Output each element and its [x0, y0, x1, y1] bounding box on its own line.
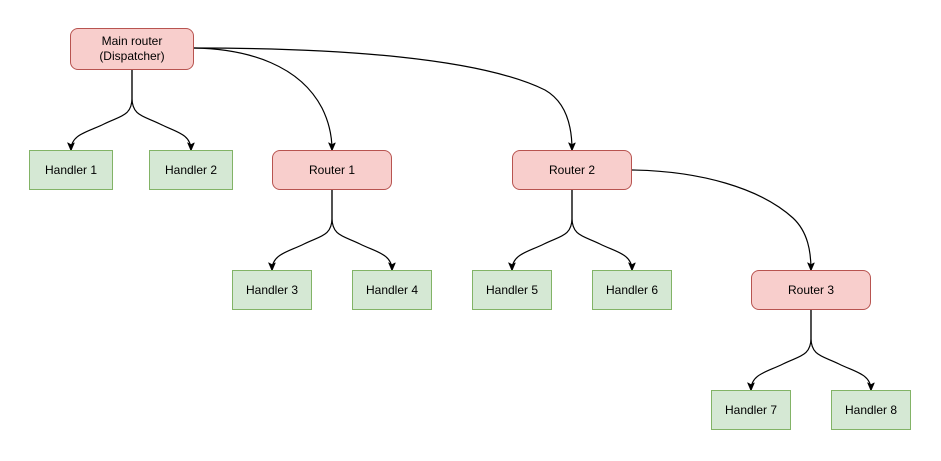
node-label-router-1: Router 1	[308, 162, 356, 177]
edge-main-router-to-handler-2	[131, 69, 191, 150]
edge-router-2-to-handler-6	[571, 189, 632, 270]
node-label-router-3: Router 3	[787, 282, 835, 297]
node-router-3[interactable]: Router 3	[751, 270, 871, 310]
node-handler-4[interactable]: Handler 4	[352, 270, 432, 310]
edge-main-router-to-router-2	[193, 47, 572, 150]
edge-router-3-to-handler-8	[810, 309, 871, 390]
node-label-router-2: Router 2	[548, 162, 596, 177]
node-handler-6[interactable]: Handler 6	[592, 270, 672, 310]
node-label-main-router: Main router (Dispatcher)	[99, 34, 165, 63]
node-label-handler-7: Handler 7	[724, 402, 778, 417]
node-handler-5[interactable]: Handler 5	[472, 270, 552, 310]
node-router-1[interactable]: Router 1	[272, 150, 392, 190]
node-handler-8[interactable]: Handler 8	[831, 390, 911, 430]
node-label-handler-3: Handler 3	[245, 282, 299, 297]
node-label-handler-2: Handler 2	[164, 162, 218, 177]
node-router-2[interactable]: Router 2	[512, 150, 632, 190]
edge-router-1-to-handler-3	[272, 189, 333, 270]
edge-main-router-to-router-1	[193, 47, 332, 150]
node-label-handler-1: Handler 1	[44, 162, 98, 177]
edge-main-router-to-handler-1	[71, 69, 133, 150]
node-handler-3[interactable]: Handler 3	[232, 270, 312, 310]
node-handler-2[interactable]: Handler 2	[149, 150, 233, 190]
node-main-router[interactable]: Main router (Dispatcher)	[70, 28, 194, 70]
node-label-handler-6: Handler 6	[605, 282, 659, 297]
node-handler-7[interactable]: Handler 7	[711, 390, 791, 430]
node-handler-1[interactable]: Handler 1	[29, 150, 113, 190]
edge-router-2-to-handler-5	[512, 189, 573, 270]
edge-router-2-to-router-3	[631, 169, 811, 270]
edge-router-3-to-handler-7	[751, 309, 812, 390]
node-label-handler-4: Handler 4	[365, 282, 419, 297]
node-label-handler-8: Handler 8	[844, 402, 898, 417]
node-label-handler-5: Handler 5	[485, 282, 539, 297]
edges	[71, 47, 871, 390]
edge-router-1-to-handler-4	[331, 189, 392, 270]
